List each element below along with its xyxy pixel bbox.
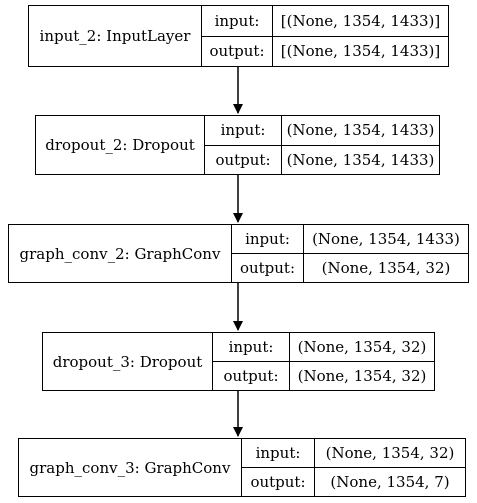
input-shape: (None, 1354, 1433) — [282, 116, 439, 146]
input-label: input: — [213, 333, 289, 362]
layer-node-graph-conv-2[interactable]: graph_conv_2: GraphConv input: output: (… — [8, 224, 469, 283]
input-shape: (None, 1354, 32) — [290, 333, 434, 362]
input-label: input: — [205, 116, 281, 146]
layer-name: input_2: InputLayer — [29, 6, 202, 66]
layer-node-input-2[interactable]: input_2: InputLayer input: output: [(Non… — [28, 5, 449, 67]
input-shape: [(None, 1354, 1433)] — [273, 6, 448, 37]
output-shape: [(None, 1354, 1433)] — [280, 42, 441, 61]
layer-name: graph_conv_3: GraphConv — [19, 439, 242, 496]
output-label: output: — [215, 150, 271, 169]
layer-name: graph_conv_2: GraphConv — [9, 225, 232, 282]
input-label: input: — [202, 6, 272, 37]
input-label: input: — [232, 225, 303, 254]
layer-name: dropout_2: Dropout — [36, 116, 205, 174]
output-label: output: — [239, 259, 296, 277]
input-label: input: — [242, 439, 314, 468]
input-shape: (None, 1354, 32) — [315, 439, 465, 468]
layer-node-dropout-2[interactable]: dropout_2: Dropout input: output: (None,… — [35, 115, 440, 175]
output-shape: (None, 1354, 32) — [297, 367, 427, 385]
output-label: output: — [223, 367, 279, 385]
output-shape: (None, 1354, 1433) — [286, 150, 435, 169]
output-label: output: — [250, 473, 306, 491]
output-shape: (None, 1354, 7) — [330, 473, 450, 491]
input-shape: (None, 1354, 1433) — [304, 225, 468, 254]
output-label: output: — [209, 42, 265, 61]
layer-name: dropout_3: Dropout — [43, 333, 213, 390]
output-shape: (None, 1354, 32) — [321, 259, 451, 277]
layer-node-graph-conv-3[interactable]: graph_conv_3: GraphConv input: output: (… — [18, 438, 466, 497]
layer-node-dropout-3[interactable]: dropout_3: Dropout input: output: (None,… — [42, 332, 435, 391]
